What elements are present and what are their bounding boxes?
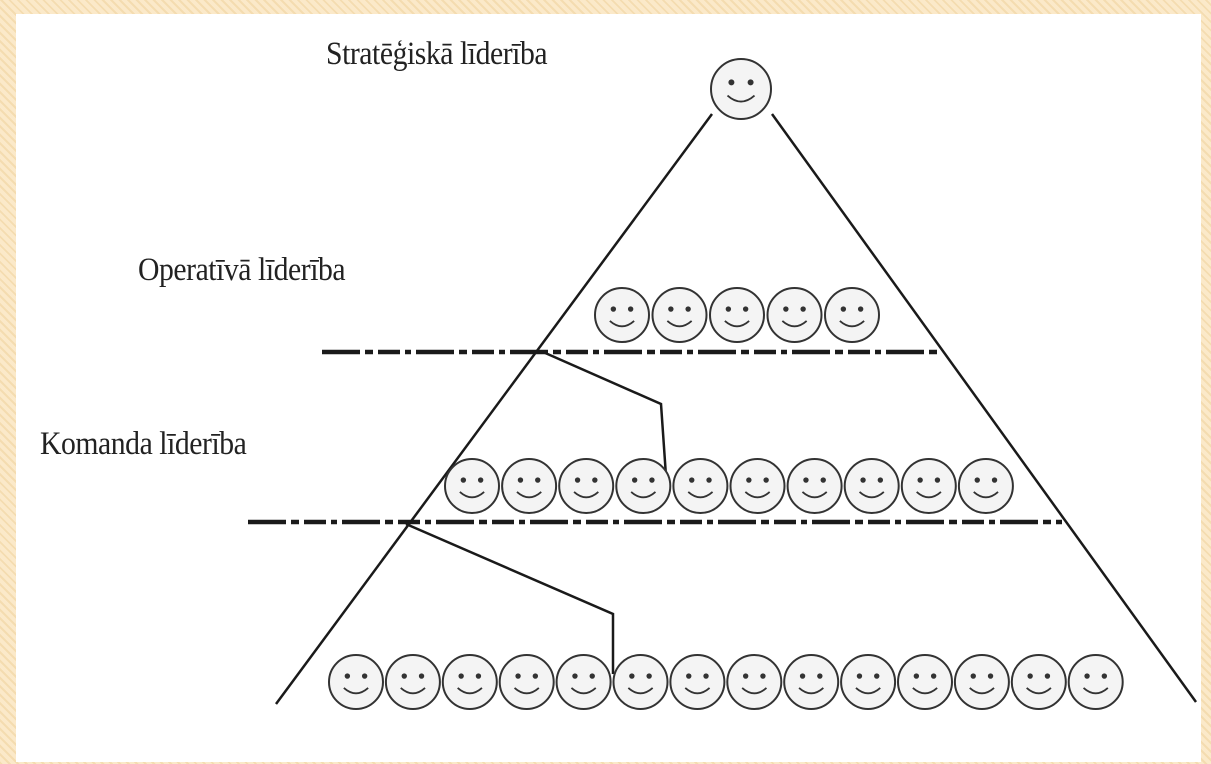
smiley-face-icon [612, 654, 669, 710]
level-dividers [248, 349, 1062, 525]
smiley-face-icon [840, 654, 897, 710]
pyramid-outline [274, 113, 1198, 705]
smiley-face-icon [786, 458, 843, 514]
smiley-face-icon [766, 287, 823, 343]
smiley-face-icon [651, 287, 708, 343]
leadership-pyramid-diagram [248, 58, 1198, 710]
connector-operative-team [542, 350, 668, 477]
smiley-face-icon [783, 654, 840, 710]
smiley-face-icon [441, 654, 498, 710]
smiley-face-icon [594, 287, 650, 343]
smiley-face-icon [672, 458, 729, 514]
smiley-face-icon [501, 458, 558, 514]
level-label-team: Komanda līderība [40, 426, 247, 462]
pyramid-right-edge [770, 113, 1198, 703]
smiley-face-icon [558, 458, 615, 514]
smiley-face-icon [555, 654, 612, 710]
smiley-face-icon [669, 654, 726, 710]
smiley-face-icon [729, 458, 786, 514]
image-panel: Stratēģiskā līderība Operatīvā līderība … [16, 14, 1201, 762]
smiley-face-icon [615, 458, 672, 514]
smiley-face-icon [710, 58, 772, 120]
smiley-face-icon [384, 654, 441, 710]
smiley-face-icon [824, 287, 880, 343]
smiley-face-icon [444, 458, 500, 514]
smiley-face-icon [1010, 654, 1067, 710]
smiley-face-icon [897, 654, 953, 710]
smiley-face-icon [726, 654, 783, 710]
people-faces [328, 58, 1124, 710]
level-label-strategic: Stratēģiskā līderība [326, 36, 548, 72]
smiley-face-icon [957, 458, 1014, 514]
smiley-face-icon [843, 458, 900, 514]
level-connectors [405, 350, 668, 674]
pyramid-left-edge [274, 113, 714, 705]
smiley-face-icon [328, 654, 384, 710]
smiley-face-icon [953, 654, 1010, 710]
smiley-face-icon [900, 458, 957, 514]
smiley-face-icon [709, 287, 765, 343]
smiley-face-icon [1067, 654, 1124, 710]
level-label-operative: Operatīvā līderība [138, 252, 346, 288]
smiley-face-icon [498, 654, 555, 710]
connector-team-base [405, 522, 615, 674]
